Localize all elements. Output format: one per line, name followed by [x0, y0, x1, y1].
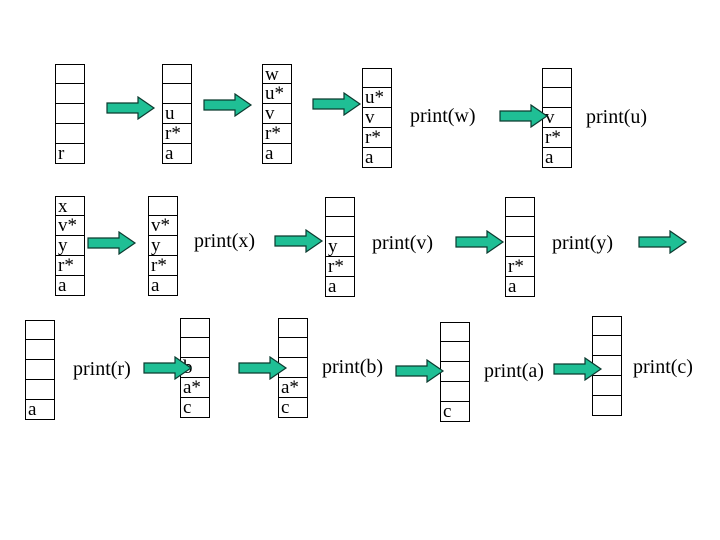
flow-arrow-icon	[143, 356, 193, 380]
stack-cell: v	[262, 104, 292, 124]
label-print-y: print(y)	[552, 232, 614, 254]
stack-cell	[278, 338, 308, 358]
label-print-u: print(u)	[586, 106, 648, 128]
label-print-w: print(w)	[410, 105, 476, 127]
stack-cell	[325, 217, 355, 237]
label-print-b: print(b)	[322, 356, 384, 378]
stack-cell	[592, 336, 622, 356]
stack-cell	[362, 68, 392, 88]
stack-cell: r	[55, 144, 85, 164]
stack-cell: y	[148, 236, 178, 256]
stack-cell: v*	[148, 216, 178, 236]
stack-cell	[505, 237, 535, 257]
stack-cell: a	[262, 144, 292, 164]
stack-cell: r*	[325, 257, 355, 277]
stack-cell	[162, 64, 192, 84]
stack-cell: a*	[278, 378, 308, 398]
stack-cell	[25, 340, 55, 360]
stack-cell	[505, 217, 535, 237]
stack-cell: a	[542, 148, 572, 168]
stack-cell	[180, 318, 210, 338]
stack-cell: v*	[55, 216, 85, 236]
stack-cell	[592, 376, 622, 396]
stack-9: r*a	[505, 197, 535, 297]
stack-cell: c	[180, 398, 210, 418]
flow-arrow-icon	[455, 230, 505, 254]
stack-cell: a	[162, 144, 192, 164]
stack-cell: a*	[180, 378, 210, 398]
stack-cell	[55, 104, 85, 124]
stack-cell: r*	[162, 124, 192, 144]
flow-arrow-icon	[553, 357, 603, 381]
stack-13: c	[440, 322, 470, 422]
stack-cell	[542, 68, 572, 88]
stack-cell	[542, 88, 572, 108]
stack-cell: r*	[505, 257, 535, 277]
flow-arrow-icon	[274, 229, 324, 253]
label-print-r: print(r)	[73, 358, 131, 380]
flow-arrow-icon	[203, 93, 253, 117]
stack-cell: u*	[362, 88, 392, 108]
stack-cell: r*	[148, 256, 178, 276]
stack-cell: c	[440, 402, 470, 422]
stack-cell: r*	[262, 124, 292, 144]
stack-cell	[440, 342, 470, 362]
stack-cell: a	[505, 277, 535, 297]
stack-cell	[162, 84, 192, 104]
stack-cell: a	[25, 400, 55, 420]
label-print-c: print(c)	[633, 356, 693, 378]
stack-cell	[440, 322, 470, 342]
stack-cell	[325, 197, 355, 217]
stack-cell	[25, 360, 55, 380]
stack-cell: y	[325, 237, 355, 257]
stack-cell: x	[55, 196, 85, 216]
flow-arrow-icon	[395, 359, 445, 383]
stack-cell	[55, 124, 85, 144]
stack-cell: a	[148, 276, 178, 296]
stack-14	[592, 316, 622, 416]
stack-cell: a	[325, 277, 355, 297]
stack-cell	[55, 64, 85, 84]
stack-cell	[278, 318, 308, 338]
stack-cell: r*	[55, 256, 85, 276]
stack-cell: v	[362, 108, 392, 128]
stack-cell	[592, 316, 622, 336]
flow-arrow-icon	[312, 92, 362, 116]
stack-cell: r*	[542, 128, 572, 148]
stack-cell: u	[162, 104, 192, 124]
flow-arrow-icon	[87, 231, 137, 255]
stack-cell: c	[278, 398, 308, 418]
stack-cell	[180, 338, 210, 358]
stack-cell: r*	[362, 128, 392, 148]
stack-cell	[148, 196, 178, 216]
stack-12: a*c	[278, 318, 308, 418]
stack-cell	[25, 380, 55, 400]
stack-10: a	[25, 320, 55, 420]
stack-1: r	[55, 64, 85, 164]
flow-arrow-icon	[499, 104, 549, 128]
stack-cell: u*	[262, 84, 292, 104]
label-print-x: print(x)	[194, 230, 256, 252]
stack-cell	[505, 197, 535, 217]
stack-cell	[55, 84, 85, 104]
stack-cell	[592, 396, 622, 416]
stack-cell: a	[362, 148, 392, 168]
label-print-a: print(a)	[484, 360, 544, 382]
stack-cell: a	[55, 276, 85, 296]
stack-cell	[440, 382, 470, 402]
stack-cell: y	[55, 236, 85, 256]
stack-cell: w	[262, 64, 292, 84]
flow-arrow-icon	[106, 96, 156, 120]
flow-arrow-icon	[238, 356, 288, 380]
flow-arrow-icon	[638, 230, 688, 254]
label-print-v: print(v)	[372, 232, 434, 254]
stack-cell	[25, 320, 55, 340]
